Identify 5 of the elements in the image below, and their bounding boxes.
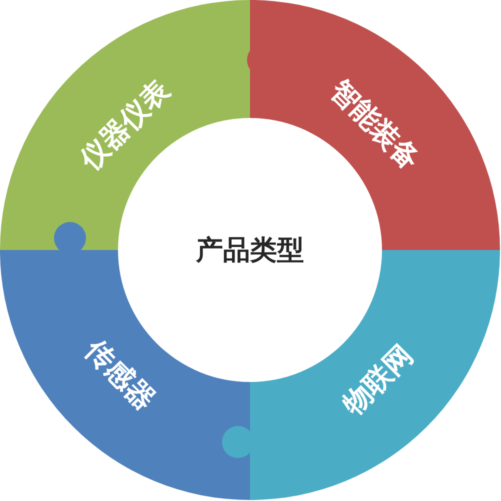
center-label: 产品类型 — [196, 234, 304, 268]
segment-label: 仪器仪表 — [76, 76, 174, 174]
segment-label: 智能装备 — [326, 76, 424, 174]
segment-label: 物联网 — [338, 340, 418, 420]
segment-label: 传感器 — [80, 335, 160, 415]
